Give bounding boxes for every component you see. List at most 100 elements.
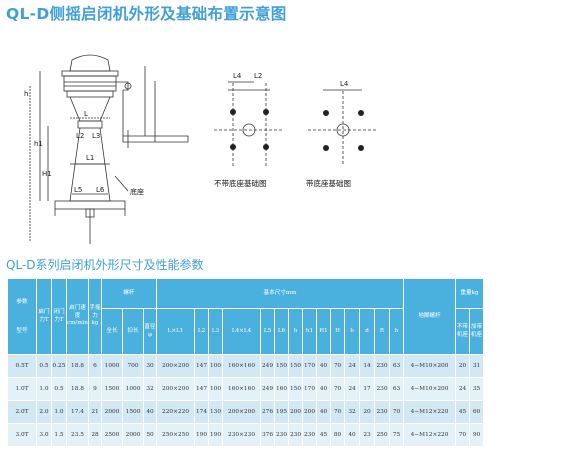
- page-title: QL-D侧摇启闭机外形及基础布置示意图: [6, 5, 287, 23]
- dim-label-h1: h1: [34, 140, 43, 148]
- dim-label-L3: L3: [92, 132, 100, 140]
- table-cell: 376: [260, 423, 276, 447]
- table-cell: 147: [194, 377, 210, 401]
- table-cell: 220×220: [156, 400, 196, 424]
- header-param: 参数: [16, 298, 28, 305]
- table-cell: 250: [374, 423, 391, 447]
- caption-with-base: 带底座基础图: [306, 178, 351, 188]
- table-cell: 160×160: [222, 354, 262, 378]
- table-cell: 250×250: [156, 423, 196, 447]
- table-cell: 200: [288, 400, 304, 424]
- table-cell: 230: [374, 377, 391, 401]
- header-hand-force: 手摇力kg: [88, 278, 103, 355]
- header-screw-diameter: 直径φ: [143, 308, 158, 355]
- table-cell: 40: [143, 400, 158, 424]
- table-title: QL-D系列启闭机外形尺寸及性能参数: [6, 258, 204, 272]
- dim-label-L4-right: L4: [340, 80, 349, 88]
- header-dim: R: [374, 308, 391, 355]
- table-cell: 200×200: [156, 377, 196, 401]
- table-cell: 1.5: [51, 423, 67, 447]
- table-cell: 2000: [101, 400, 124, 424]
- dim-label-L1: L1: [86, 154, 94, 162]
- table-cell: 2.0: [36, 400, 52, 424]
- table-cell: 20: [359, 400, 376, 424]
- header-weight-with-base: 加带机座: [469, 308, 485, 355]
- table-cell: 24: [344, 377, 361, 401]
- table-cell: 1.0T: [7, 377, 37, 401]
- table-cell: 3.0T: [7, 423, 37, 447]
- table-cell: 1500: [122, 400, 145, 424]
- table-cell: 32: [143, 377, 158, 401]
- table-cell: 32: [344, 400, 361, 424]
- header-model: 型号: [16, 327, 28, 334]
- table-cell: 50: [143, 423, 158, 447]
- header-dim: h: [389, 308, 405, 355]
- header-dim: H1: [316, 308, 332, 355]
- table-cell: 70: [389, 400, 405, 424]
- table-cell: 2000: [122, 423, 145, 447]
- table-cell: 20: [455, 354, 471, 378]
- table-cell: 230: [274, 423, 290, 447]
- header-dim: L3: [208, 308, 224, 355]
- table-cell: 147: [194, 354, 210, 378]
- dim-label-L2-left: L2: [254, 72, 262, 80]
- header-open-force: 启门力T: [36, 278, 52, 355]
- header-anchor: 地脚螺杆: [403, 278, 457, 355]
- table-cell: 0.5: [51, 377, 67, 401]
- header-dim: L4×L4: [222, 308, 262, 355]
- table-cell: 4−M10×200: [403, 377, 457, 401]
- table-cell: 3.0: [36, 423, 52, 447]
- header-thread-length: 扣长: [122, 308, 145, 355]
- table-cell: 1.0: [51, 400, 67, 424]
- table-cell: 1000: [101, 354, 124, 378]
- table-cell: 100: [208, 377, 224, 401]
- table-cell: 18.8: [65, 377, 90, 401]
- table-cell: 160×160: [222, 377, 262, 401]
- table-cell: 174: [194, 400, 210, 424]
- table-cell: 195: [274, 400, 290, 424]
- dim-label-L2: L2: [76, 132, 84, 140]
- table-cell: 70: [330, 354, 346, 378]
- table-cell: 17: [359, 377, 376, 401]
- dim-label-H1: H1: [42, 170, 52, 178]
- table-cell: 1.0: [36, 377, 52, 401]
- table-cell: 40: [316, 354, 332, 378]
- foundation-no-base-bolts: [230, 109, 269, 150]
- table-cell: 30: [143, 354, 158, 378]
- header-dim: h1: [302, 308, 318, 355]
- table-cell: 45: [316, 423, 332, 447]
- dim-label-L4-left: L4: [233, 72, 242, 80]
- table-cell: 100: [208, 354, 224, 378]
- dim-label-L: L: [84, 110, 88, 118]
- foundation-no-base: [214, 81, 284, 166]
- dim-label-L6: L6: [96, 186, 105, 194]
- table-cell: 1500: [101, 377, 124, 401]
- header-dim: h: [288, 308, 304, 355]
- parameter-table: 参数 型号 启门力T 闭门力T 启门速度cm/min 手摇力kg 螺杆 基本尺寸…: [7, 278, 485, 447]
- caption-no-base: 不带底座基础图: [214, 178, 267, 188]
- hoist-side-view: [29, 54, 189, 244]
- table-cell: 170: [302, 377, 318, 401]
- table-cell: 24: [344, 354, 361, 378]
- table-cell: 24: [455, 377, 471, 401]
- table-cell: 75: [389, 423, 405, 447]
- table-cell: 230: [302, 423, 318, 447]
- table-cell: 40: [344, 423, 361, 447]
- table-cell: 70: [330, 377, 346, 401]
- header-open-speed: 启门速度cm/min: [65, 278, 90, 355]
- table-cell: 23: [359, 423, 376, 447]
- table-cell: 0.25: [51, 354, 67, 378]
- table-cell: 200×200: [222, 400, 262, 424]
- dim-label-L5: L5: [74, 186, 82, 194]
- header-dim: b: [344, 308, 361, 355]
- table-cell: 170: [302, 354, 318, 378]
- header-screw-length: 全长: [101, 308, 124, 355]
- table-cell: 90: [469, 423, 485, 447]
- table-cell: 200×200: [156, 354, 196, 378]
- table-cell: 70: [330, 400, 346, 424]
- table-cell: 0.5: [36, 354, 52, 378]
- table-cell: 150: [274, 354, 290, 378]
- header-dim: L6: [274, 308, 290, 355]
